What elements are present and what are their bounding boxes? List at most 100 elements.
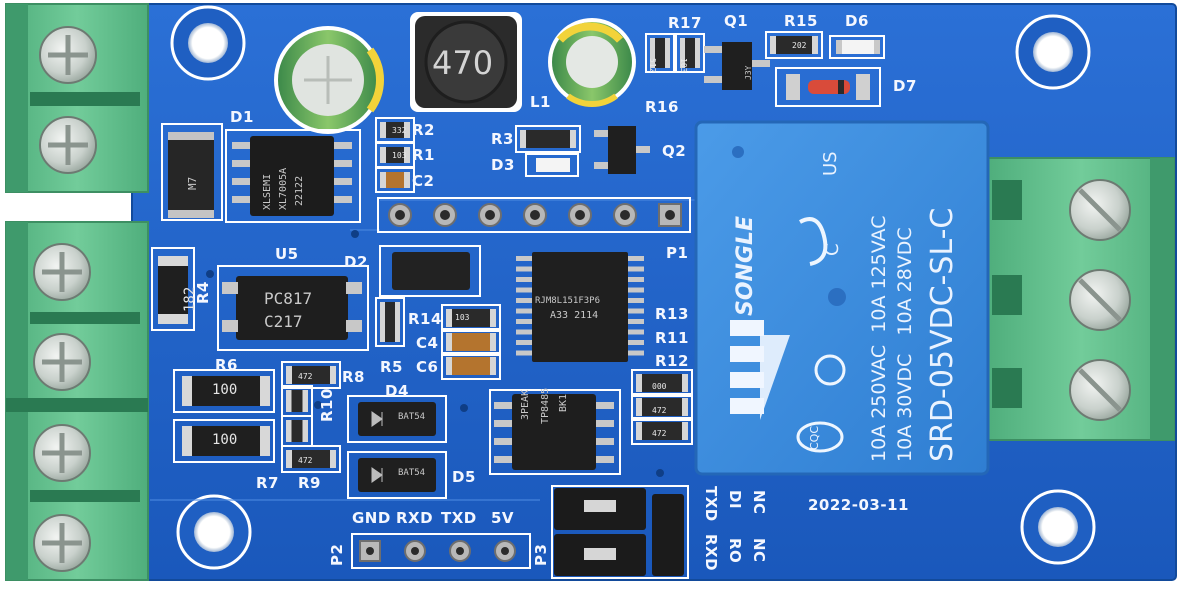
smd-terminal bbox=[330, 450, 336, 468]
mcu-pin bbox=[516, 277, 532, 282]
smd-body bbox=[446, 309, 496, 327]
label-r3: R3 bbox=[491, 130, 514, 148]
mcu-pin bbox=[516, 319, 532, 324]
header-hole bbox=[575, 210, 585, 220]
relay-cert-us: US bbox=[820, 151, 841, 176]
q1-marking: J3Y bbox=[744, 65, 753, 80]
label-r11: R11 bbox=[655, 329, 689, 347]
smd-terminal bbox=[286, 450, 292, 468]
rs485-marking-1: 3PEAK bbox=[520, 389, 531, 420]
header-hole bbox=[530, 210, 540, 220]
p3-label-txd: TXD bbox=[702, 486, 720, 522]
smd-terminal bbox=[682, 422, 688, 440]
pin-label-rxd: RXD bbox=[396, 509, 434, 527]
label-d6: D6 bbox=[845, 12, 869, 30]
mcu-pin bbox=[516, 266, 532, 272]
label-l1: L1 bbox=[530, 93, 551, 111]
smd-body bbox=[446, 357, 496, 375]
transistor-q2 bbox=[594, 126, 650, 174]
relay-rating-dc: 10A 30VDC 10A 28VDC bbox=[894, 227, 916, 462]
led-d3 bbox=[525, 153, 579, 177]
label-p2: P2 bbox=[328, 543, 346, 566]
mcu-pin bbox=[516, 340, 532, 345]
regulator-ic bbox=[225, 129, 361, 223]
mcu-marking-1: RJM8L151F3P6 bbox=[535, 296, 601, 306]
pin-label-5v: 5V bbox=[491, 509, 515, 527]
header-p1 bbox=[377, 197, 691, 233]
rs485-marking-2: TP8485 bbox=[540, 387, 551, 424]
terminal-block-power bbox=[5, 3, 149, 193]
label-q2: Q2 bbox=[662, 142, 687, 160]
mcu-pin bbox=[516, 329, 532, 335]
mounting-hole-bottom-left bbox=[176, 494, 252, 570]
smd-terminal bbox=[395, 302, 400, 342]
smd-terminal bbox=[570, 130, 576, 148]
regulator-marking-2: XL7005A bbox=[278, 167, 289, 210]
mcu-pin bbox=[628, 287, 644, 293]
mcu-pin bbox=[516, 308, 532, 314]
label-r15: R15 bbox=[784, 12, 818, 30]
smd-outline bbox=[765, 31, 823, 59]
smd-body bbox=[636, 422, 688, 440]
smd-outline bbox=[631, 369, 693, 397]
smd-terminal bbox=[636, 374, 642, 392]
label-q1: Q1 bbox=[724, 12, 749, 30]
smd-body bbox=[380, 122, 410, 138]
relay-model: SRD-05VDC-SL-C bbox=[925, 207, 960, 462]
diode-d4 bbox=[347, 395, 447, 443]
smd-outline bbox=[631, 417, 693, 445]
label-c2: C2 bbox=[412, 172, 435, 190]
mcu-pin bbox=[628, 277, 644, 282]
diode-d1 bbox=[161, 123, 223, 221]
mcu-pin bbox=[516, 298, 532, 303]
p3-label-ro: RO bbox=[726, 538, 744, 564]
smd-terminal bbox=[446, 357, 452, 375]
smd-terminal bbox=[302, 420, 308, 442]
mcu-pin bbox=[628, 266, 644, 272]
smd-outline bbox=[281, 445, 341, 473]
smd-terminal bbox=[404, 172, 410, 188]
smd-terminal bbox=[520, 130, 526, 148]
r4-marking: 182 bbox=[182, 286, 198, 312]
smd-terminal bbox=[302, 390, 308, 412]
mcu-pin bbox=[628, 298, 644, 303]
smd-terminal bbox=[286, 420, 292, 442]
smd-outline bbox=[375, 167, 415, 193]
pin-label-gnd: GND bbox=[352, 509, 391, 527]
label-r8: R8 bbox=[342, 368, 365, 386]
r7-marking: 100 bbox=[212, 432, 238, 448]
smd-body bbox=[380, 147, 410, 163]
smd-terminal bbox=[490, 333, 496, 351]
label-r2: R2 bbox=[412, 121, 435, 139]
label-r17: R17 bbox=[668, 14, 702, 32]
inductor-l1 bbox=[410, 12, 522, 112]
label-c6: C6 bbox=[416, 358, 439, 376]
rs485-marking-3: BK1 bbox=[558, 393, 569, 412]
smd-outline bbox=[631, 393, 693, 421]
electrolytic-capacitor-2 bbox=[548, 18, 636, 107]
d5-marking: BAT54 bbox=[398, 468, 426, 478]
label-u5: U5 bbox=[275, 245, 299, 263]
resistor-r4 bbox=[151, 247, 195, 331]
p3-label-nc-1: NC bbox=[750, 490, 768, 515]
smd-terminal bbox=[286, 390, 292, 412]
label-r10: R10 bbox=[318, 388, 336, 422]
mcu-pin bbox=[628, 319, 644, 324]
mcu-pin bbox=[516, 256, 532, 261]
mcu-pin bbox=[516, 287, 532, 293]
mcu-pin bbox=[628, 256, 644, 261]
label-d7: D7 bbox=[893, 77, 917, 95]
resistor-r7 bbox=[173, 419, 275, 463]
led-d6 bbox=[829, 35, 885, 59]
smd-body bbox=[380, 172, 410, 188]
r13-marking: 000 bbox=[652, 382, 667, 391]
header-p2 bbox=[351, 533, 531, 569]
label-p1: P1 bbox=[666, 244, 689, 262]
smd-outline bbox=[375, 297, 405, 347]
smd-terminal bbox=[665, 38, 670, 68]
terminal-block-rs485 bbox=[5, 221, 149, 581]
smd-outline bbox=[441, 328, 501, 356]
smd-terminal bbox=[682, 374, 688, 392]
smd-terminal bbox=[682, 398, 688, 416]
